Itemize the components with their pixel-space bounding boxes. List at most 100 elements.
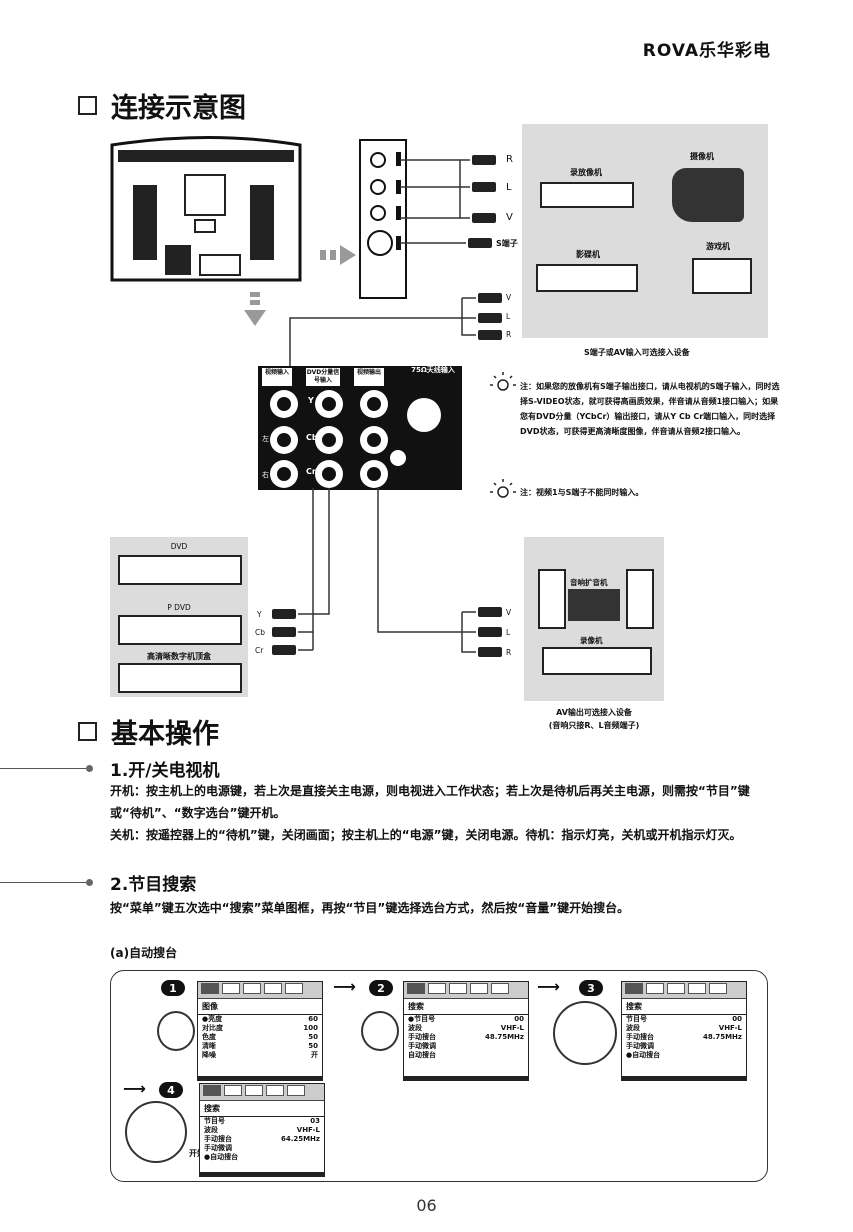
output-devices-panel: 音响扩音机 录像机 (524, 537, 664, 701)
vcr-output-illustration (542, 647, 652, 675)
lead-line (0, 768, 86, 769)
component-devices-panel: DVD P DVD 高清晰数字机顶盒 (110, 537, 248, 697)
menu-bottom-bar (198, 1076, 322, 1080)
antenna-label: 75Ω天线输入 (411, 366, 455, 374)
dvd-illustration (118, 555, 242, 585)
jack-label-v: V (506, 212, 513, 223)
left-label-y: Y (257, 610, 262, 619)
start-label: 开始 (189, 1149, 205, 1158)
note-video1: 注：视频1与S端子不能同时输入。 (520, 488, 644, 497)
device-label-vcr-output: 录像机 (580, 636, 603, 645)
remote-dpad-icon (553, 1001, 617, 1065)
jack-label-l: L (506, 182, 512, 193)
menu-row-value: 开 (311, 1051, 318, 1059)
menu-row-label: 清晰 (202, 1042, 216, 1050)
col-label-dvd-component: DVD分量信号输入 (306, 369, 340, 384)
menu-row-value: 48.75MHz (484, 1033, 524, 1041)
menu-bottom-bar (622, 1076, 746, 1080)
menu-row-value: VHF-L (500, 1024, 524, 1032)
rear-label-v: V (506, 293, 512, 302)
auto-search-heading: (a)自动搜台 (110, 946, 178, 960)
remote-dpad-icon (125, 1101, 187, 1163)
menu-row-value: 00 (732, 1015, 742, 1023)
menu-row-label: 自动搜台 (408, 1051, 436, 1059)
lead-line (0, 882, 86, 883)
menu-row-label: 手动微调 (204, 1144, 232, 1152)
dvd-player-illustration (536, 264, 638, 292)
rear-jack-panel (258, 366, 462, 490)
menu-row-label: ●自动搜台 (626, 1051, 661, 1059)
checkbox-square-icon (78, 722, 97, 741)
menu-row-value: VHF-L (718, 1024, 742, 1032)
component-label-cr: Cr (306, 467, 316, 476)
search-paragraph: 按“菜单”键五次选中“搜索”菜单图框，再按“节目”键选择选台方式，然后按“音量”… (110, 901, 630, 915)
arrow-down-icon (244, 292, 266, 326)
col-label-video-in: 视频输入 (264, 369, 289, 376)
vcr-illustration (540, 182, 634, 208)
connection-diagram (110, 136, 516, 657)
component-label-cb: Cb (306, 433, 318, 442)
jack-label-s-video: S端子 (496, 239, 518, 248)
menu-row-value: VHF-L (296, 1126, 320, 1134)
left-label-cb: Cb (255, 628, 265, 637)
section-title-text: 基本操作 (111, 719, 219, 750)
arrow-right-icon: ⟶ (123, 1079, 146, 1098)
device-label-game-console: 游戏机 (706, 242, 730, 251)
speaker-left-illustration (538, 569, 566, 629)
menu-row-label: 手动搜台 (626, 1033, 654, 1041)
menu-row-value: 00 (514, 1015, 524, 1023)
page-number: 06 (416, 1196, 437, 1215)
device-label-camcorder: 摄像机 (690, 152, 714, 161)
pdvd-illustration (118, 615, 242, 645)
menu-row-label: ●节目号 (408, 1015, 436, 1023)
menu-row-label: 对比度 (202, 1024, 223, 1032)
device-label-vcr: 录放像机 (570, 168, 602, 177)
menu-row-value: 60 (308, 1015, 318, 1023)
left-label-cr: Cr (255, 646, 264, 655)
step-number-2: 2 (369, 980, 393, 996)
menu-button-icon (361, 1011, 399, 1051)
section-title-basic-operation: 基本操作 (78, 712, 219, 751)
menu-row-label: 手动微调 (408, 1042, 436, 1050)
amplifier-illustration (568, 589, 620, 621)
subsection-title-search: 2.节目搜索 (110, 875, 197, 895)
subsection-title-power: 1.开/关电视机 (110, 761, 220, 781)
menu-row-label: ●亮度 (202, 1015, 223, 1023)
section-title-connection: 连接示意图 (78, 86, 246, 125)
rear-label-l: L (506, 312, 511, 321)
input-devices-caption: S端子或AV输入可选接入设备 (584, 348, 690, 357)
menu-heading: 搜索 (404, 999, 528, 1015)
menu-row-label: 波段 (626, 1024, 640, 1032)
device-label-dvd: DVD (170, 542, 188, 551)
camcorder-illustration (672, 168, 744, 222)
menu-row-value: 48.75MHz (702, 1033, 742, 1041)
right-label-v: V (506, 608, 512, 617)
input-devices-panel: 录放像机 摄像机 影碟机 游戏机 S端子或AV输入可选接入设备 (522, 124, 768, 357)
step-number-4: 4 (159, 1082, 183, 1098)
arrow-right-icon (320, 245, 356, 265)
bulb-icon (490, 372, 516, 498)
menu-bottom-bar (404, 1076, 528, 1080)
output-caption-2: (音响只接R、L音频端子) (548, 721, 640, 730)
row-label-left: 左 (262, 435, 269, 443)
menu-bottom-bar (200, 1172, 324, 1176)
arrow-right-icon: ⟶ (333, 977, 356, 996)
menu-row-label: 色度 (202, 1033, 216, 1041)
checkbox-square-icon (78, 96, 97, 115)
rear-label-r: R (506, 330, 512, 339)
menu-row-label: 节目号 (626, 1015, 647, 1023)
menu-row-label: 手动微调 (626, 1042, 654, 1050)
menu-row-label: 降噪 (202, 1051, 216, 1059)
set-top-box-illustration (118, 663, 242, 693)
note-svideo: 注：如果您的放像机有S端子输出接口，请从电视机的S端子输入，同时选择S-VIDE… (520, 382, 780, 436)
menu-row-label: 手动搜台 (204, 1135, 232, 1143)
arrow-right-icon: ⟶ (537, 977, 560, 996)
device-label-dvd-player: 影碟机 (576, 250, 600, 259)
speaker-right-illustration (626, 569, 654, 629)
power-on-paragraph: 开机：按主机上的电源键，若上次是直接关主电源，则电视进入工作状态；若上次是待机后… (110, 784, 750, 820)
